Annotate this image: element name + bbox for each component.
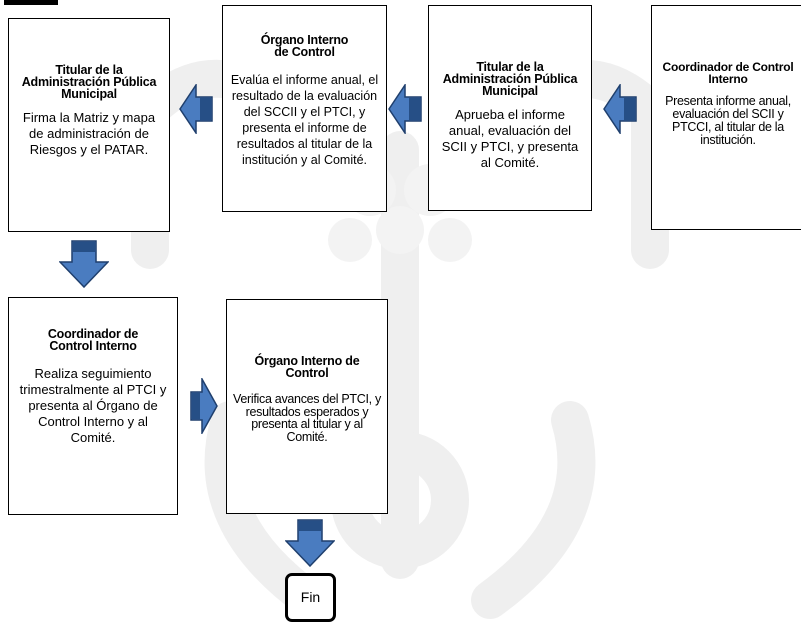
- box-title: Titular de la Administración Pública Mun…: [21, 63, 157, 101]
- box-title: Órgano Interno de Control: [260, 33, 349, 59]
- box-titular-firma: Titular de la Administración Pública Mun…: [8, 18, 170, 232]
- top-edge-mark: [4, 0, 58, 5]
- box-title: Coordinador de Control Interno: [662, 60, 794, 86]
- box-coordinador-seguimiento: Coordinador de Control Interno Realiza s…: [8, 297, 178, 515]
- arrow-left-icon: [603, 84, 637, 134]
- box-organo-verifica: Órgano Interno de Control Verifica avanc…: [226, 299, 388, 514]
- arrow-left-icon: [179, 84, 213, 134]
- box-title: Órgano Interno de Control: [254, 354, 360, 380]
- box-body: Aprueba el informe anual, evaluación del…: [441, 107, 579, 170]
- arrow-left-icon: [388, 84, 422, 134]
- box-organo-evalua: Órgano Interno de Control Evalúa el info…: [222, 5, 387, 212]
- arrow-down-icon: [285, 519, 335, 567]
- box-title: Titular de la Administración Pública Mun…: [442, 60, 578, 98]
- box-body: Presenta informe anual, evaluación del S…: [665, 94, 791, 147]
- arrow-right-icon: [190, 378, 218, 434]
- end-label: Fin: [300, 589, 321, 605]
- box-coordinador-presenta: Coordinador de Control Interno Presenta …: [651, 5, 801, 230]
- box-body: Evalúa el informe anual, el resultado de…: [230, 73, 379, 167]
- box-title: Coordinador de Control Interno: [47, 327, 139, 353]
- box-body: Verifica avances del PTCI, y resultados …: [233, 392, 381, 444]
- arrow-down-icon: [59, 240, 109, 288]
- box-titular-aprueba: Titular de la Administración Pública Mun…: [428, 5, 592, 211]
- box-body: Firma la Matriz y mapa de administración…: [22, 110, 156, 157]
- end-terminal: Fin: [285, 573, 336, 622]
- box-body: Realiza seguimiento trimestralmente al P…: [19, 366, 167, 445]
